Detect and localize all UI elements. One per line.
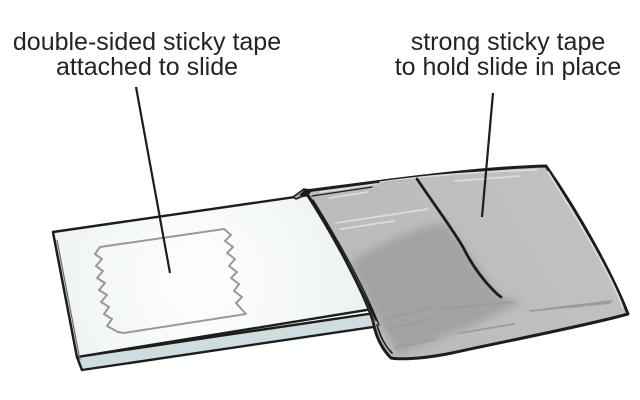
streak-line xyxy=(328,191,369,199)
tape-top-inner-line xyxy=(311,186,373,197)
streak-line xyxy=(319,183,378,193)
tape-streaks-dark xyxy=(385,300,613,349)
leader-line-right xyxy=(480,92,495,218)
tape-fold-bottom-curl xyxy=(376,324,393,354)
leader-line-left xyxy=(134,86,172,274)
streak-line xyxy=(335,208,429,224)
tape-shading xyxy=(319,169,624,354)
label-double-sided-tape: double-sided sticky tape attached to sli… xyxy=(8,30,286,80)
streak-line xyxy=(454,175,521,182)
streak-line xyxy=(379,169,538,183)
streak-line xyxy=(340,220,395,230)
label-strong-tape: strong sticky tape to hold slide in plac… xyxy=(382,30,634,80)
tape-top-left-hook xyxy=(298,188,313,197)
streak-line xyxy=(394,338,437,349)
tape-drape-shadow xyxy=(350,223,524,354)
tape-fold-inner-line xyxy=(312,199,380,326)
streak-line xyxy=(529,302,611,312)
label-strong-tape-line2: to hold slide in place xyxy=(394,53,622,81)
streak-line xyxy=(385,306,435,320)
slide-ridge-under-tape xyxy=(415,177,503,299)
label-strong-tape-line1: strong sticky tape xyxy=(410,28,606,56)
double-sided-tape-outline xyxy=(94,228,247,334)
label-double-sided-tape-line1: double-sided sticky tape xyxy=(12,28,282,56)
tape-fold-inner-line xyxy=(308,195,377,321)
tape-fold-lines xyxy=(298,186,393,354)
streak-line xyxy=(388,316,437,330)
slide-left-edge-inner-line xyxy=(56,239,81,361)
streak-line xyxy=(439,301,513,310)
label-double-sided-tape-line2: attached to slide xyxy=(55,53,239,81)
strong-tape xyxy=(291,164,630,361)
streak-line xyxy=(547,171,624,309)
tape-streaks-light xyxy=(319,169,624,309)
streak-line xyxy=(459,323,515,334)
